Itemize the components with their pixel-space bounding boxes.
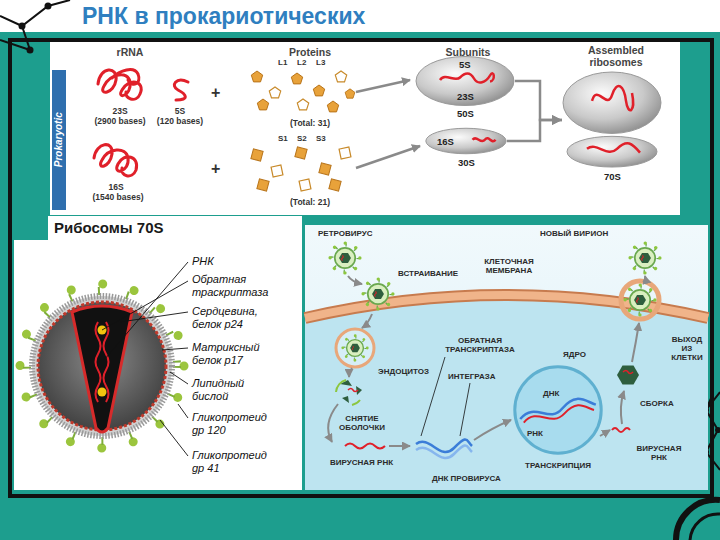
rrna-size: (1540 bases) <box>84 193 152 203</box>
column-header: Proteins <box>262 46 358 58</box>
callout-label: Матриксный белок p17 <box>192 341 282 367</box>
dna-label: ДНК <box>543 389 559 398</box>
rrna-name: 5S <box>160 107 200 117</box>
stage-label: ТРАНСКРИПЦИЯ <box>525 461 591 470</box>
protein-name: S3 <box>316 134 326 143</box>
stage-label: СБОРКА <box>640 399 674 408</box>
nucleus-circle: ЯДРОДНКРНК <box>513 365 603 455</box>
rrna-size: (2900 bases) <box>86 117 154 127</box>
rrna-name: 23S <box>100 107 140 117</box>
ribosome-name: 70S <box>604 171 621 182</box>
assembly-arrow <box>507 120 562 141</box>
stage-label: СНЯТИЕ ОБОЛОЧКИ <box>333 414 391 432</box>
nucleus-label: ЯДРО <box>563 350 586 359</box>
assembly-arrow <box>515 81 562 120</box>
caption-text: Рибосомы 70S <box>54 219 164 236</box>
protein-name: S2 <box>297 134 307 143</box>
large-subunit: 5S23S50S <box>415 56 515 106</box>
stage-label: КЛЕТОЧНАЯ МЕМБРАНА <box>478 257 540 275</box>
small-subunit: 16S30S <box>425 128 507 154</box>
node-shape <box>513 365 603 455</box>
caption-box: Рибосомы 70S <box>48 216 302 240</box>
stage-label: ВСТРАИВАНИЕ <box>398 269 458 278</box>
subunit-name: 30S <box>458 157 475 168</box>
callout-label: Сердцевина, белок p24 <box>192 305 282 331</box>
rrna-name: 16S <box>437 136 454 147</box>
protein-count: (Total: 31) <box>262 119 358 129</box>
protein-name: S1 <box>278 134 288 143</box>
callout-label: Обратная траскриптаза <box>192 273 282 299</box>
callout-label: Гликопротеид gp 41 <box>192 449 282 475</box>
stage-label: ИНТЕГРАЗА <box>448 372 495 381</box>
protein-name: L3 <box>316 58 325 67</box>
subunit-name: 50S <box>457 108 474 119</box>
stage-label: ДНК ПРОВИРУСА <box>432 474 501 483</box>
column-header: Assembled ribosomes <box>566 44 666 68</box>
plus-sign: + <box>211 160 220 178</box>
rrna-name: 16S <box>96 183 136 193</box>
stage-label: ОБРАТНАЯ ТРАНСКРИПТАЗА <box>438 336 522 354</box>
protein-name: L2 <box>297 58 306 67</box>
stage-label: ВИРУСНАЯ РНК <box>330 458 393 467</box>
side-label: Prokaryotic <box>53 75 65 205</box>
rrna-name: 5S <box>459 59 471 70</box>
stage-label: ВИРУСНАЯ РНК <box>630 444 688 462</box>
ribosome-70s: 70S <box>562 72 662 168</box>
rrna-name: 23S <box>457 91 474 102</box>
callout-label: РНК <box>192 255 282 268</box>
protein-name: L1 <box>278 58 287 67</box>
rna-label: РНК <box>527 429 543 438</box>
stage-label: НОВЫЙ ВИРИОН <box>540 229 608 238</box>
stage-label: РЕТРОВИРУС <box>318 229 373 238</box>
protein-count: (Total: 21) <box>262 198 358 208</box>
callout-label: Липидный бислой <box>192 377 282 403</box>
node-shape <box>562 72 662 168</box>
column-header: rRNA <box>100 46 160 58</box>
stage-label: ВЫХОД ИЗ КЛЕТКИ <box>666 335 708 362</box>
slide-title: РНК в прокариотических <box>82 3 365 30</box>
stage-label: ЭНДОЦИТОЗ <box>378 367 429 376</box>
callout-label: Гликопротеид gp 120 <box>192 411 282 437</box>
rrna-size: (120 bases) <box>150 117 210 127</box>
plus-sign: + <box>211 84 220 102</box>
